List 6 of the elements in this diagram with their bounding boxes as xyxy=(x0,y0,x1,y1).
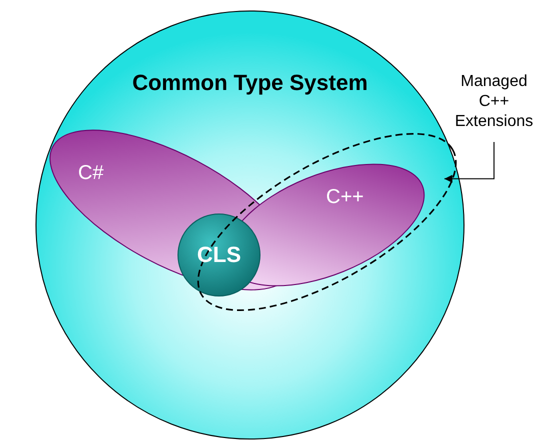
set-label: C# xyxy=(78,162,105,185)
set-label: C++ xyxy=(326,186,365,209)
callout-text: Managed C++ Extensions xyxy=(454,72,534,132)
leader-line xyxy=(444,142,494,183)
set-label: CLS xyxy=(196,242,242,268)
set-title: Common Type System xyxy=(131,70,369,96)
